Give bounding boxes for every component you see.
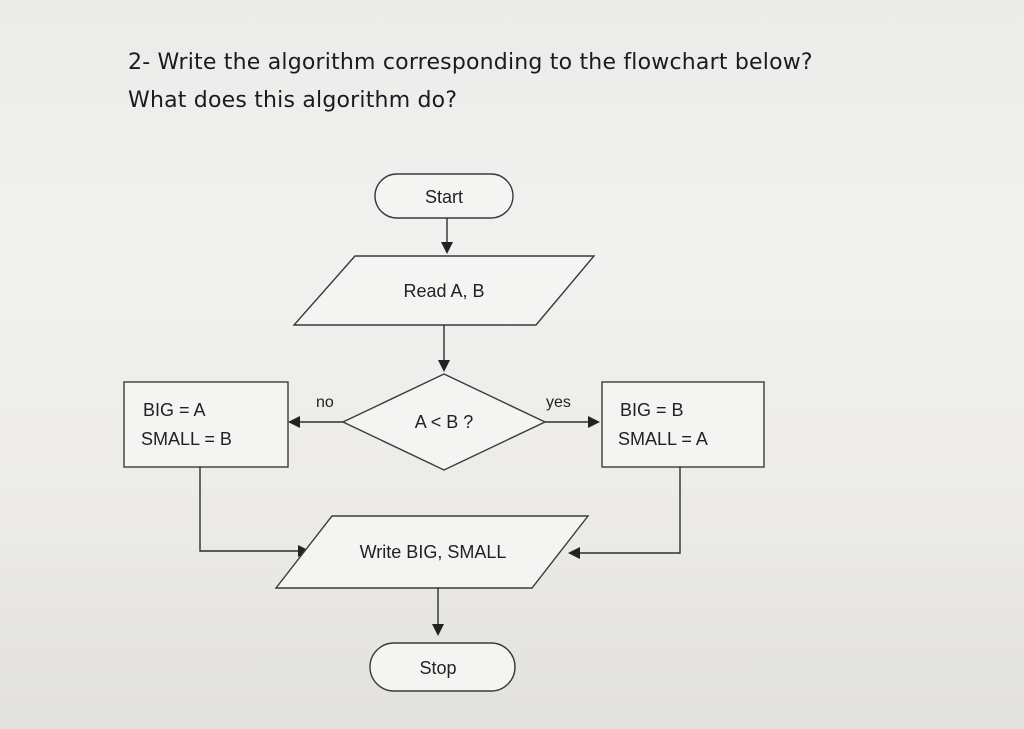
right-box-line-2: SMALL = A — [618, 429, 708, 449]
arrow-start-to-read — [441, 218, 453, 254]
decision-shape — [341, 373, 547, 471]
arrow-no-branch — [288, 416, 343, 428]
question-text: 2- Write the algorithm corresponding to … — [128, 44, 813, 120]
no-label: no — [316, 394, 334, 411]
left-box-line-1: BIG = A — [143, 400, 206, 420]
question-line-1: 2- Write the algorithm corresponding to … — [128, 50, 813, 75]
start-terminal: Start — [374, 173, 514, 219]
left-box-line-2: SMALL = B — [141, 429, 232, 449]
decision-label: A < B ? — [415, 412, 474, 432]
arrow-write-to-stop — [432, 588, 444, 636]
read-input: Read A, B — [292, 255, 596, 326]
yes-label: yes — [546, 394, 571, 411]
arrow-yes-branch — [545, 416, 600, 428]
write-output: Write BIG, SMALL — [274, 515, 590, 589]
write-label: Write BIG, SMALL — [360, 542, 507, 562]
read-label: Read A, B — [403, 281, 484, 301]
stop-label: Stop — [419, 658, 456, 678]
write-shape — [274, 515, 590, 589]
right-box-line-1: BIG = B — [620, 400, 684, 420]
decision: A < B ? — [341, 373, 547, 471]
arrow-left-to-write — [199, 467, 310, 557]
start-shape — [374, 173, 514, 219]
left-box-shape — [123, 381, 289, 468]
start-label: Start — [425, 187, 463, 207]
stop-shape — [369, 642, 516, 692]
arrow-read-to-decision — [438, 325, 450, 372]
question-line-2: What does this algorithm do? — [128, 88, 458, 113]
arrow-right-to-write — [568, 467, 681, 559]
read-shape — [292, 255, 596, 326]
stop-terminal: Stop — [369, 642, 516, 692]
right-process-box: BIG = B SMALL = A — [601, 381, 765, 468]
left-process-box: BIG = A SMALL = B — [123, 381, 289, 468]
right-box-shape — [601, 381, 765, 468]
